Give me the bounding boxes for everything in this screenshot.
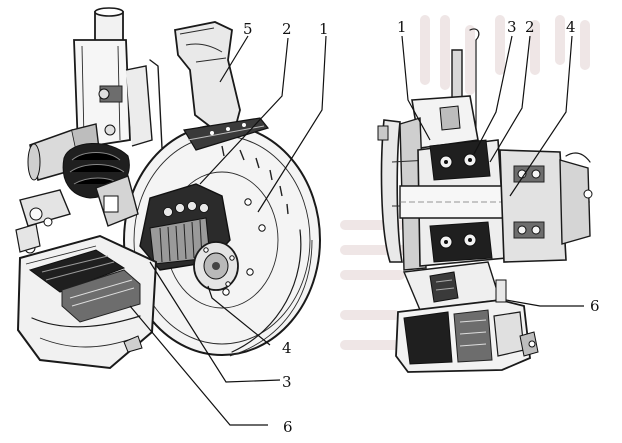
callout-left-1: 1 (319, 20, 329, 38)
right-hub-section: 1 3 2 4 6 (377, 18, 600, 373)
strut-tube (73, 7, 163, 150)
hub-nut (193, 241, 239, 291)
left-leader-lines (129, 35, 327, 426)
right-brake-caliper (395, 261, 539, 373)
left-hub-view: 5 2 1 4 3 6 (15, 7, 329, 436)
callout-left-3: 3 (282, 373, 292, 391)
lower-arm (19, 175, 139, 227)
watermark (340, 15, 590, 350)
callout-right-6: 6 (590, 297, 600, 315)
callout-left-6: 6 (283, 418, 293, 436)
steering-knuckle-arm (174, 21, 241, 129)
right-leader-lines (401, 35, 584, 307)
callout-right-1: 1 (397, 18, 407, 36)
callout-right-4: 4 (566, 18, 576, 36)
callout-left-4: 4 (282, 339, 292, 357)
callout-left-5: 5 (243, 20, 253, 38)
callout-right-3: 3 (507, 18, 517, 36)
brake-caliper (15, 217, 158, 370)
knuckle-section (411, 28, 480, 149)
callout-left-2: 2 (282, 20, 292, 38)
callout-right-2: 2 (525, 18, 535, 36)
cv-joint-section (499, 149, 593, 263)
